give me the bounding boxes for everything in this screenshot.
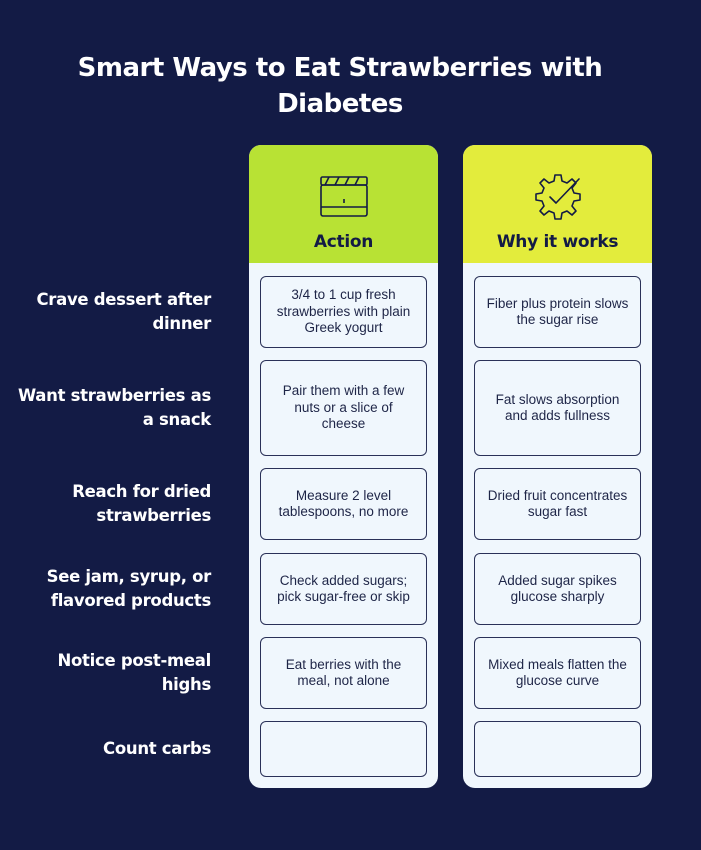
page-title: Smart Ways to Eat Strawberries with Diab…: [77, 53, 603, 119]
action-column: Action 3/4 to 1 cup fresh strawberries w…: [249, 145, 438, 788]
gear-check-icon: [534, 174, 581, 220]
row-label: Notice post-meal highs: [57, 651, 212, 694]
why-cell: Dried fruit concentrates sugar fast: [474, 468, 641, 540]
action-cell: Measure 2 level tablespoons, no more: [260, 468, 427, 540]
action-column-header: Action: [249, 145, 438, 263]
why-cell: Added sugar spikes glucose sharply: [474, 553, 641, 625]
why-cell: [474, 721, 641, 777]
row-label: Reach for dried strawberries: [72, 482, 211, 525]
action-cell: Eat berries with the meal, not alone: [260, 637, 427, 709]
why-cell: Mixed meals flatten the glucose curve: [474, 637, 641, 709]
why-column-title: Why it works: [496, 232, 619, 252]
why-cell: Fat slows absorption and adds fullness: [474, 360, 641, 456]
clapperboard-icon: [319, 176, 368, 217]
action-cell: [260, 721, 427, 777]
why-column-header: Why it works: [463, 145, 652, 263]
row-label: See jam, syrup, or flavored products: [46, 567, 212, 610]
action-cell: Pair them with a few nuts or a slice of …: [260, 360, 427, 456]
row-label: Crave dessert after dinner: [36, 290, 211, 333]
row-label: Want strawberries as a snack: [18, 386, 211, 429]
why-cell: Fiber plus protein slows the sugar rise: [474, 276, 641, 348]
action-cell: Check added sugars; pick sugar-free or s…: [260, 553, 427, 625]
action-column-title: Action: [313, 232, 374, 252]
why-column: Why it works Fiber plus protein slows th…: [463, 145, 652, 788]
row-label: Count carbs: [103, 739, 211, 758]
action-cell: 3/4 to 1 cup fresh strawberries with pla…: [260, 276, 427, 348]
